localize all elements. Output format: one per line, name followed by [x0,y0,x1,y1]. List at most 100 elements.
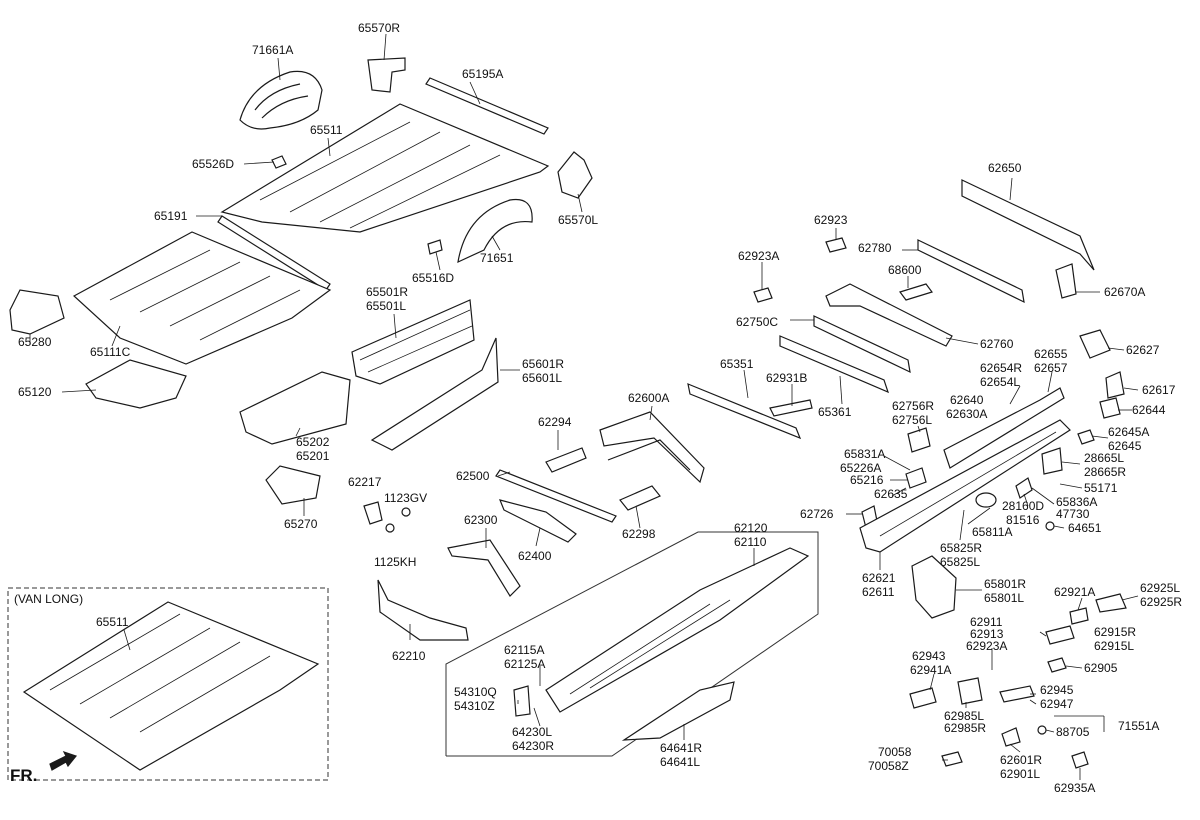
callout-65201[interactable]: 65201 [296,449,330,463]
callout-62115A[interactable]: 62115A [504,643,545,657]
callout-65601L[interactable]: 65601L [522,371,563,385]
callout-65570L[interactable]: 65570L [558,213,599,227]
callout-65825R[interactable]: 65825R [940,541,983,555]
callout-62120[interactable]: 62120 [734,521,768,535]
callout-65836A[interactable]: 65836A [1056,495,1098,509]
callout-62905[interactable]: 62905 [1084,661,1118,675]
callout-62915L[interactable]: 62915L [1094,639,1135,653]
callout-88705[interactable]: 88705 [1056,725,1090,739]
callout-65280[interactable]: 65280 [18,335,52,349]
callout-62635[interactable]: 62635 [874,487,908,501]
callout-1125KH[interactable]: 1125KH [374,555,417,569]
callout-65831A[interactable]: 65831A [844,447,886,461]
callout-65511[interactable]: 65511 [310,123,343,137]
callout-71661A[interactable]: 71661A [252,43,294,57]
callout-65570R[interactable]: 65570R [358,21,401,35]
callout-65811A[interactable]: 65811A [972,525,1013,539]
callout-65202[interactable]: 65202 [296,435,330,449]
callout-62925R[interactable]: 62925R [1140,595,1183,609]
callout-64641L[interactable]: 64641L [660,755,701,769]
callout-62915R[interactable]: 62915R [1094,625,1137,639]
callout-62500[interactable]: 62500 [456,469,490,483]
callout-65270[interactable]: 65270 [284,517,318,531]
callout-62611[interactable]: 62611 [862,585,895,599]
callout-62644[interactable]: 62644 [1132,403,1166,417]
callout-62655[interactable]: 62655 [1034,347,1068,361]
callout-62947[interactable]: 62947 [1040,697,1074,711]
callout-65361[interactable]: 65361 [818,405,852,419]
callout-62780[interactable]: 62780 [858,241,892,255]
callout-62110[interactable]: 62110 [734,535,767,549]
callout-28665R[interactable]: 28665R [1084,465,1127,479]
callout-62943[interactable]: 62943 [912,649,946,663]
callout-28160D[interactable]: 28160D [1002,499,1045,513]
callout-28665L[interactable]: 28665L [1084,451,1125,465]
callout-62756L[interactable]: 62756L [892,413,933,427]
callout-47730[interactable]: 47730 [1056,507,1090,521]
callout-62600A[interactable]: 62600A [628,391,670,405]
callout-62650[interactable]: 62650 [988,161,1022,175]
callout-62617[interactable]: 62617 [1142,383,1176,397]
callout-62756R[interactable]: 62756R [892,399,935,413]
callout-65191[interactable]: 65191 [154,209,188,223]
callout-65226A[interactable]: 65226A [840,461,882,475]
callout-62901L[interactable]: 62901L [1000,767,1041,781]
callout-62726[interactable]: 62726 [800,507,834,521]
callout-62923A-lower[interactable]: 62923A [966,639,1008,653]
callout-62125A[interactable]: 62125A [504,657,546,671]
callout-62913[interactable]: 62913 [970,627,1004,641]
callout-62923A[interactable]: 62923A [738,249,780,263]
callout-62935A[interactable]: 62935A [1054,781,1096,795]
callout-62923[interactable]: 62923 [814,213,848,227]
callout-65351[interactable]: 65351 [720,357,754,371]
callout-65120[interactable]: 65120 [18,385,52,399]
callout-62657[interactable]: 62657 [1034,361,1068,375]
callout-62294[interactable]: 62294 [538,415,572,429]
callout-54310Q[interactable]: 54310Q [454,685,497,699]
callout-81516[interactable]: 81516 [1006,513,1040,527]
callout-62750C[interactable]: 62750C [736,315,779,329]
callout-65195A[interactable]: 65195A [462,67,504,81]
callout-64230L[interactable]: 64230L [512,725,553,739]
callout-65501L[interactable]: 65501L [366,299,407,313]
callout-65516D[interactable]: 65516D [412,271,455,285]
callout-62621[interactable]: 62621 [862,571,896,585]
callout-55171[interactable]: 55171 [1084,481,1118,495]
callout-62911[interactable]: 62911 [970,615,1003,629]
callout-70058Z[interactable]: 70058Z [868,759,909,773]
callout-62630A[interactable]: 62630A [946,407,988,421]
callout-62298[interactable]: 62298 [622,527,656,541]
callout-64651[interactable]: 64651 [1068,521,1102,535]
callout-62627[interactable]: 62627 [1126,343,1160,357]
callout-1123GV[interactable]: 1123GV [384,491,428,505]
callout-62645A[interactable]: 62645A [1108,425,1150,439]
callout-62760[interactable]: 62760 [980,337,1014,351]
callout-62645[interactable]: 62645 [1108,439,1142,453]
callout-65825L[interactable]: 65825L [940,555,981,569]
callout-62601R[interactable]: 62601R [1000,753,1043,767]
callout-65801R[interactable]: 65801R [984,577,1027,591]
callout-62945[interactable]: 62945 [1040,683,1074,697]
callout-62931B[interactable]: 62931B [766,371,808,385]
callout-62640[interactable]: 62640 [950,393,984,407]
callout-65511-van-long[interactable]: 65511 [96,615,129,629]
callout-62985R[interactable]: 62985R [944,721,987,735]
callout-65601R[interactable]: 65601R [522,357,565,371]
callout-62941A[interactable]: 62941A [910,663,952,677]
callout-64641R[interactable]: 64641R [660,741,703,755]
callout-65526D[interactable]: 65526D [192,157,235,171]
callout-62654R[interactable]: 62654R [980,361,1023,375]
callout-62670A[interactable]: 62670A [1104,285,1146,299]
callout-68600[interactable]: 68600 [888,263,922,277]
callout-70058[interactable]: 70058 [878,745,912,759]
callout-64230R[interactable]: 64230R [512,739,555,753]
callout-62210[interactable]: 62210 [392,649,426,663]
callout-62925L[interactable]: 62925L [1140,581,1181,595]
callout-54310Z[interactable]: 54310Z [454,699,495,713]
callout-71651[interactable]: 71651 [480,251,514,265]
callout-65801L[interactable]: 65801L [984,591,1025,605]
callout-62217[interactable]: 62217 [348,475,382,489]
callout-62921A[interactable]: 62921A [1054,585,1096,599]
callout-62985L[interactable]: 62985L [944,709,985,723]
callout-65501R[interactable]: 65501R [366,285,409,299]
